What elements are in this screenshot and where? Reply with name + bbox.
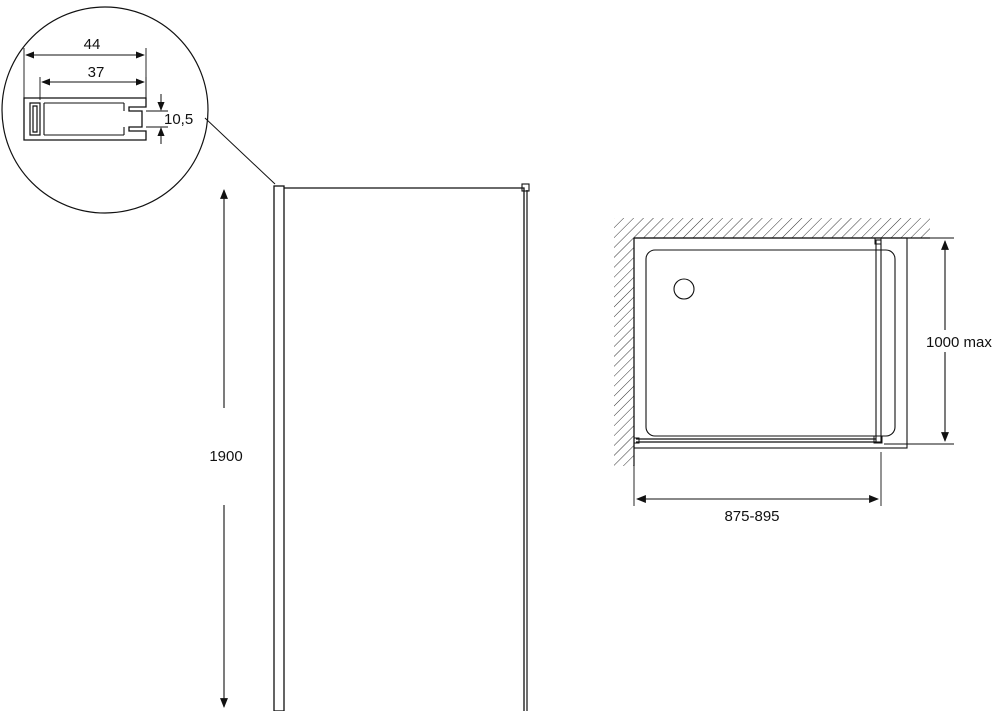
profile-section [23, 97, 147, 141]
detail-leader-line [204, 117, 276, 185]
dim-10-5-label: 10,5 [164, 111, 193, 128]
dim-44-label: 44 [84, 36, 101, 53]
plan-glass-panel [875, 239, 882, 443]
dim-37: 37 [39, 64, 147, 100]
dim-875-895-label: 875-895 [724, 508, 779, 525]
detail-circle [1, 6, 209, 214]
dim-10-5: 10,5 [146, 94, 193, 144]
glass-panel [284, 187, 525, 711]
top-fixing [521, 183, 530, 192]
wall-profile [273, 185, 285, 711]
dim-1900-label: 1900 [209, 448, 242, 465]
front-view: 1900 [209, 183, 530, 711]
dim-1900: 1900 [209, 189, 243, 708]
drain-icon [673, 278, 695, 300]
dim-875-895: 875-895 [633, 448, 882, 525]
wall-hatching [614, 218, 930, 466]
dim-1000-max-label: 1000 max [926, 334, 992, 351]
shower-tray [633, 237, 908, 449]
tray-basin [645, 249, 896, 437]
dim-1000-max: 1000 max [884, 237, 1000, 445]
dim-37-label: 37 [88, 64, 105, 81]
dim-44: 44 [23, 36, 147, 98]
profile-detail: 44 37 10,5 [1, 6, 276, 214]
plan-view: 1000 max 875-895 [614, 218, 1000, 525]
